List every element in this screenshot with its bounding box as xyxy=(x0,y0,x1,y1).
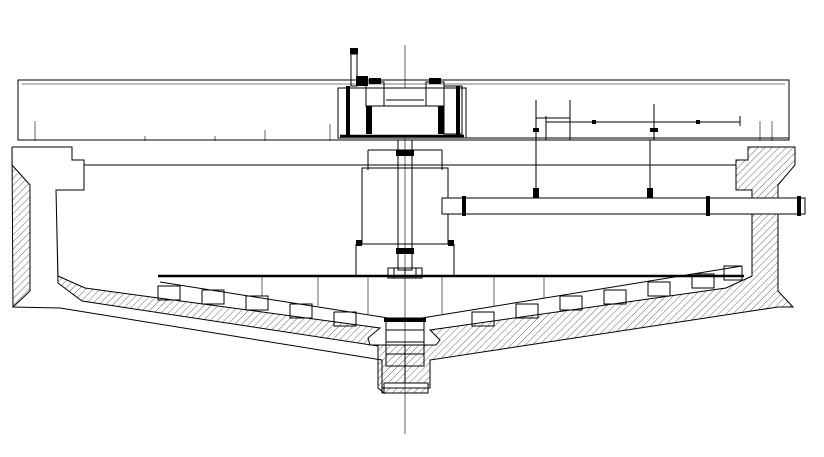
drive-mechanism xyxy=(337,48,467,139)
tank-wall xyxy=(11,146,796,395)
handrail xyxy=(533,100,741,140)
scraper-blades xyxy=(157,265,743,327)
center-column xyxy=(367,139,443,271)
inlet-pipe xyxy=(441,140,806,216)
sludge-hopper xyxy=(384,317,426,367)
